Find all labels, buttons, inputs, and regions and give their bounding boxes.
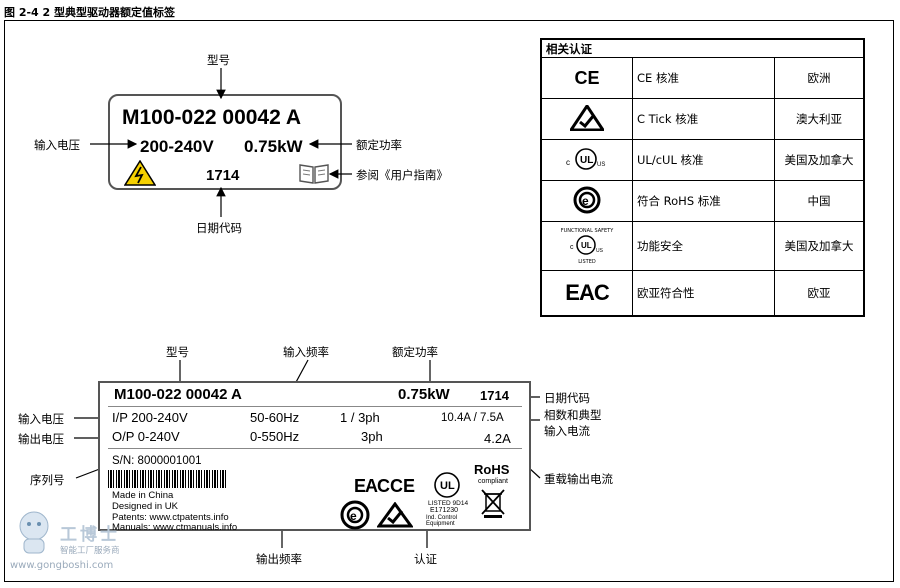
ce-mark-icon: CE (540, 57, 633, 99)
cert-region: 美国及加拿大 (774, 221, 865, 271)
book-icon (299, 164, 329, 184)
ul-file-text: E171230 (430, 507, 459, 514)
rating-output-phase: 3ph (361, 429, 383, 444)
certification-table: 相关认证 CE CE 核准 欧洲 C Tick 核准 澳大利亚 c UL US … (540, 38, 865, 317)
functional-safety-icon: FUNCTIONAL SAFETY c UL US LISTED (540, 221, 633, 271)
divider (108, 406, 522, 407)
table-row: FUNCTIONAL SAFETY c UL US LISTED 功能安全 美国… (540, 221, 865, 271)
table-row: C Tick 核准 澳大利亚 (540, 98, 865, 140)
rating-input-phase: 1 / 3ph (340, 410, 380, 425)
callout-input-voltage: 输入电压 (18, 412, 64, 426)
svg-text:UL: UL (580, 155, 593, 166)
table-row: EAC 欧亚符合性 欧亚 (540, 270, 865, 317)
table-row: c UL US UL/cUL 核准 美国及加拿大 (540, 139, 865, 181)
callout-input-freq: 输入频率 (283, 345, 329, 359)
eac-icon: EAC (540, 270, 633, 317)
callout-certification: 认证 (414, 552, 437, 566)
svg-text:c: c (566, 158, 570, 167)
callout-output-voltage: 输出电压 (18, 432, 64, 446)
svg-text:e: e (582, 194, 589, 208)
electric-hazard-icon (124, 160, 156, 186)
callout-model: 型号 (207, 53, 230, 67)
cert-region: 美国及加拿大 (774, 139, 865, 181)
small-label-voltage: 200-240V (140, 137, 214, 156)
cert-name: C Tick 核准 (632, 98, 775, 140)
manuals-text: Manuals: www.ctmanuals.info (112, 522, 238, 533)
ul-equipment-text: Ind. Control Equipment (426, 515, 458, 527)
table-row: CE CE 核准 欧洲 (540, 57, 865, 99)
watermark-sub: 智能工厂服务商 (60, 546, 120, 556)
svg-text:UL: UL (440, 480, 455, 492)
svg-text:e: e (350, 509, 357, 523)
divider (108, 448, 522, 449)
cert-name: UL/cUL 核准 (632, 139, 775, 181)
figure-frame (4, 20, 894, 582)
watermark: 工博士 智能工厂服务商 www.gongboshi.com (6, 502, 146, 582)
small-label-model: M100-022 00042 A (122, 106, 302, 129)
eac-icon: EAC (354, 476, 390, 496)
ul-cul-icon: c UL US (540, 139, 633, 181)
c-tick-icon (377, 502, 413, 528)
callout-date-code: 日期代码 (196, 221, 242, 235)
weee-bin-icon (481, 489, 505, 518)
rating-output-freq: 0-550Hz (250, 429, 300, 444)
rating-date-code: 1714 (480, 388, 509, 403)
callout-output-freq: 输出频率 (256, 552, 302, 566)
rohs-sub-text: compliant (478, 478, 508, 485)
callout-input-voltage: 输入电压 (34, 138, 80, 152)
ul-listed-text: LISTED 9D14 (428, 500, 469, 507)
designed-in-text: Designed in UK (112, 501, 179, 512)
svg-text:c: c (570, 244, 574, 251)
rating-serial: S/N: 8000001001 (112, 455, 202, 467)
us-text: US (597, 162, 605, 168)
us-text: US (596, 248, 604, 254)
made-in-text: Made in China (112, 490, 174, 501)
ce-mark-icon: CE (390, 476, 416, 496)
rating-input-current: 10.4A / 7.5A (441, 412, 504, 424)
rohs-icon: e (540, 180, 633, 222)
cert-name: 功能安全 (632, 221, 775, 271)
cert-region: 中国 (774, 180, 865, 222)
rating-input-freq: 50-60Hz (250, 410, 300, 425)
callout-date-code: 日期代码 (544, 391, 590, 405)
barcode (108, 470, 228, 488)
cert-region: 澳大利亚 (774, 98, 865, 140)
table-row: e 符合 RoHS 标准 中国 (540, 180, 865, 222)
rating-output-current: 4.2A (484, 431, 511, 446)
callout-rated-power: 额定功率 (356, 138, 402, 152)
small-label-date-code: 1714 (206, 167, 240, 184)
fs-top-text: FUNCTIONAL SAFETY (560, 227, 614, 234)
eac-text: EAC (565, 280, 609, 305)
rohs-icon: e (340, 500, 370, 530)
callout-phase-current-1: 相数和典型 (544, 408, 602, 422)
mascot-icon (19, 511, 49, 554)
watermark-url: www.gongboshi.com (10, 560, 114, 571)
callout-phase-current-2: 输入电流 (544, 424, 590, 438)
rating-model: M100-022 00042 A (114, 386, 242, 403)
ul-listed-icon: UL (434, 472, 460, 498)
ce-mark-text: CE (574, 67, 600, 88)
callout-heavy-current: 重载输出电流 (544, 472, 613, 486)
callout-serial: 序列号 (30, 473, 65, 487)
callout-refer-guide: 参阅《用户指南》 (356, 168, 448, 182)
rating-input-voltage: I/P 200-240V (112, 410, 188, 425)
small-label-power: 0.75kW (244, 137, 303, 156)
cert-region: 欧亚 (774, 270, 865, 317)
rating-power: 0.75kW (398, 386, 450, 403)
small-rating-label: M100-022 00042 A 200-240V 0.75kW 1714 (108, 94, 342, 190)
callout-model: 型号 (166, 345, 189, 359)
cert-name: 欧亚符合性 (632, 270, 775, 317)
fs-bottom-text: LISTED (578, 258, 596, 265)
rating-output-voltage: O/P 0-240V (112, 429, 180, 444)
figure-caption: 图 2-4 2 型典型驱动器额定值标签 (4, 6, 176, 19)
callout-rated-power: 额定功率 (392, 345, 438, 359)
cert-name: 符合 RoHS 标准 (632, 180, 775, 222)
svg-text:UL: UL (581, 241, 592, 250)
watermark-brand: 工博士 (60, 525, 120, 545)
patents-text: Patents: www.ctpatents.info (112, 512, 229, 523)
rohs-text: RoHS (474, 462, 510, 477)
